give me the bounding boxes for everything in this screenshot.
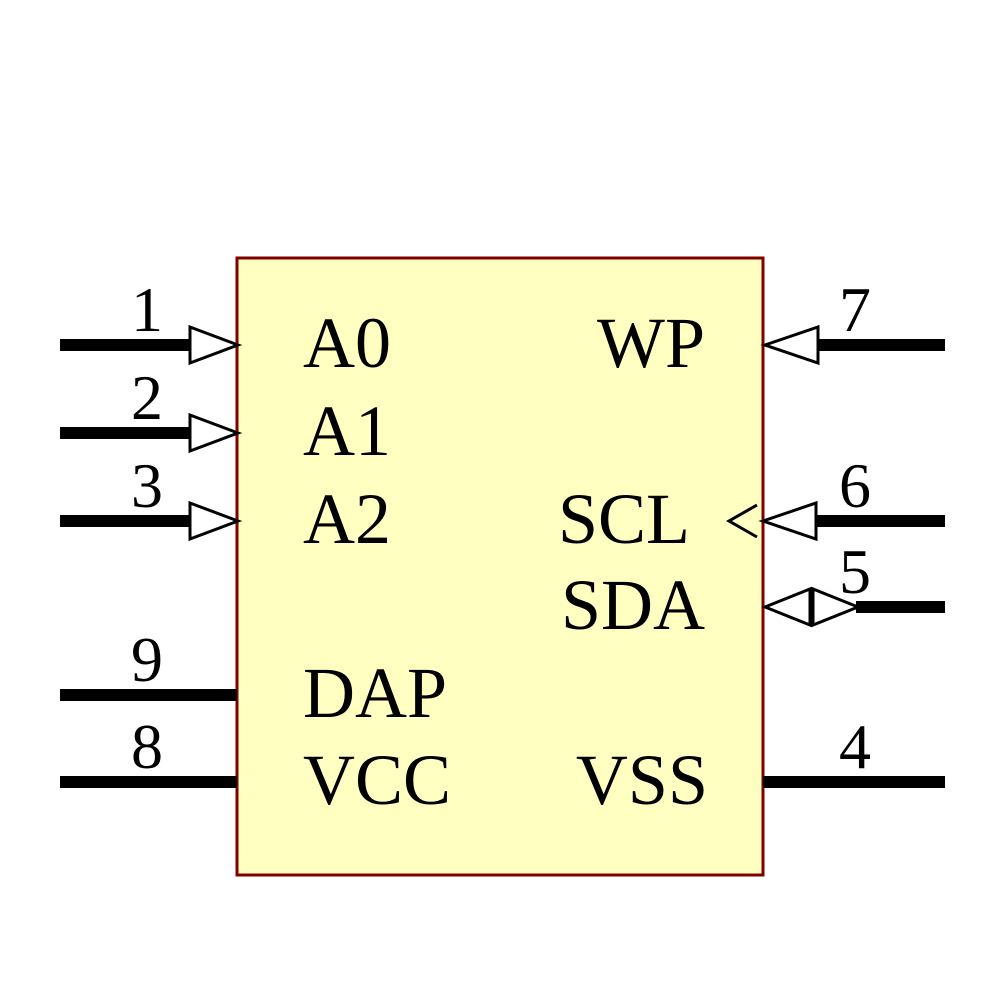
pin-7[interactable]: 7 xyxy=(760,274,945,366)
pin-9-number: 9 xyxy=(131,624,163,695)
pin-label-wp: WP xyxy=(597,303,705,383)
pin-label-vcc: VCC xyxy=(303,740,451,820)
pin-label-sda: SDA xyxy=(561,565,705,645)
pin-9[interactable]: 9 xyxy=(60,624,237,701)
pin-1-number: 1 xyxy=(131,274,163,345)
pin-3[interactable]: 3 xyxy=(60,450,243,542)
pin-3-number: 3 xyxy=(131,450,163,521)
pin-4-number: 4 xyxy=(839,711,871,782)
component-body[interactable] xyxy=(235,256,765,877)
pin-2-number: 2 xyxy=(131,362,163,433)
bidirectional-arrow-left-icon xyxy=(760,586,812,628)
pin-6[interactable]: 6 xyxy=(725,450,945,542)
pin-1[interactable]: 1 xyxy=(60,274,243,366)
pin-4[interactable]: 4 xyxy=(763,711,945,788)
pin-label-scl: SCL xyxy=(558,479,690,559)
input-arrow-icon xyxy=(760,324,820,366)
pin-label-vss: VSS xyxy=(576,740,708,820)
pin-8[interactable]: 8 xyxy=(60,711,237,788)
pin-label-a0: A0 xyxy=(303,303,391,383)
pin-label-a2: A2 xyxy=(303,479,391,559)
pin-7-number: 7 xyxy=(839,274,871,345)
pin-5[interactable]: 5 xyxy=(760,536,945,628)
input-arrow-icon xyxy=(758,500,818,542)
pin-6-number: 6 xyxy=(839,450,871,521)
input-arrow-icon xyxy=(188,324,243,366)
input-arrow-icon xyxy=(188,500,243,542)
pin-label-a1: A1 xyxy=(303,391,391,471)
pin-label-dap: DAP xyxy=(303,653,447,733)
bidirectional-arrow-right-icon xyxy=(811,586,863,628)
pin-5-number: 5 xyxy=(839,536,871,607)
input-arrow-icon xyxy=(188,412,243,454)
clock-marker-icon xyxy=(725,503,758,539)
pin-2[interactable]: 2 xyxy=(60,362,243,454)
pin-8-number: 8 xyxy=(131,711,163,782)
